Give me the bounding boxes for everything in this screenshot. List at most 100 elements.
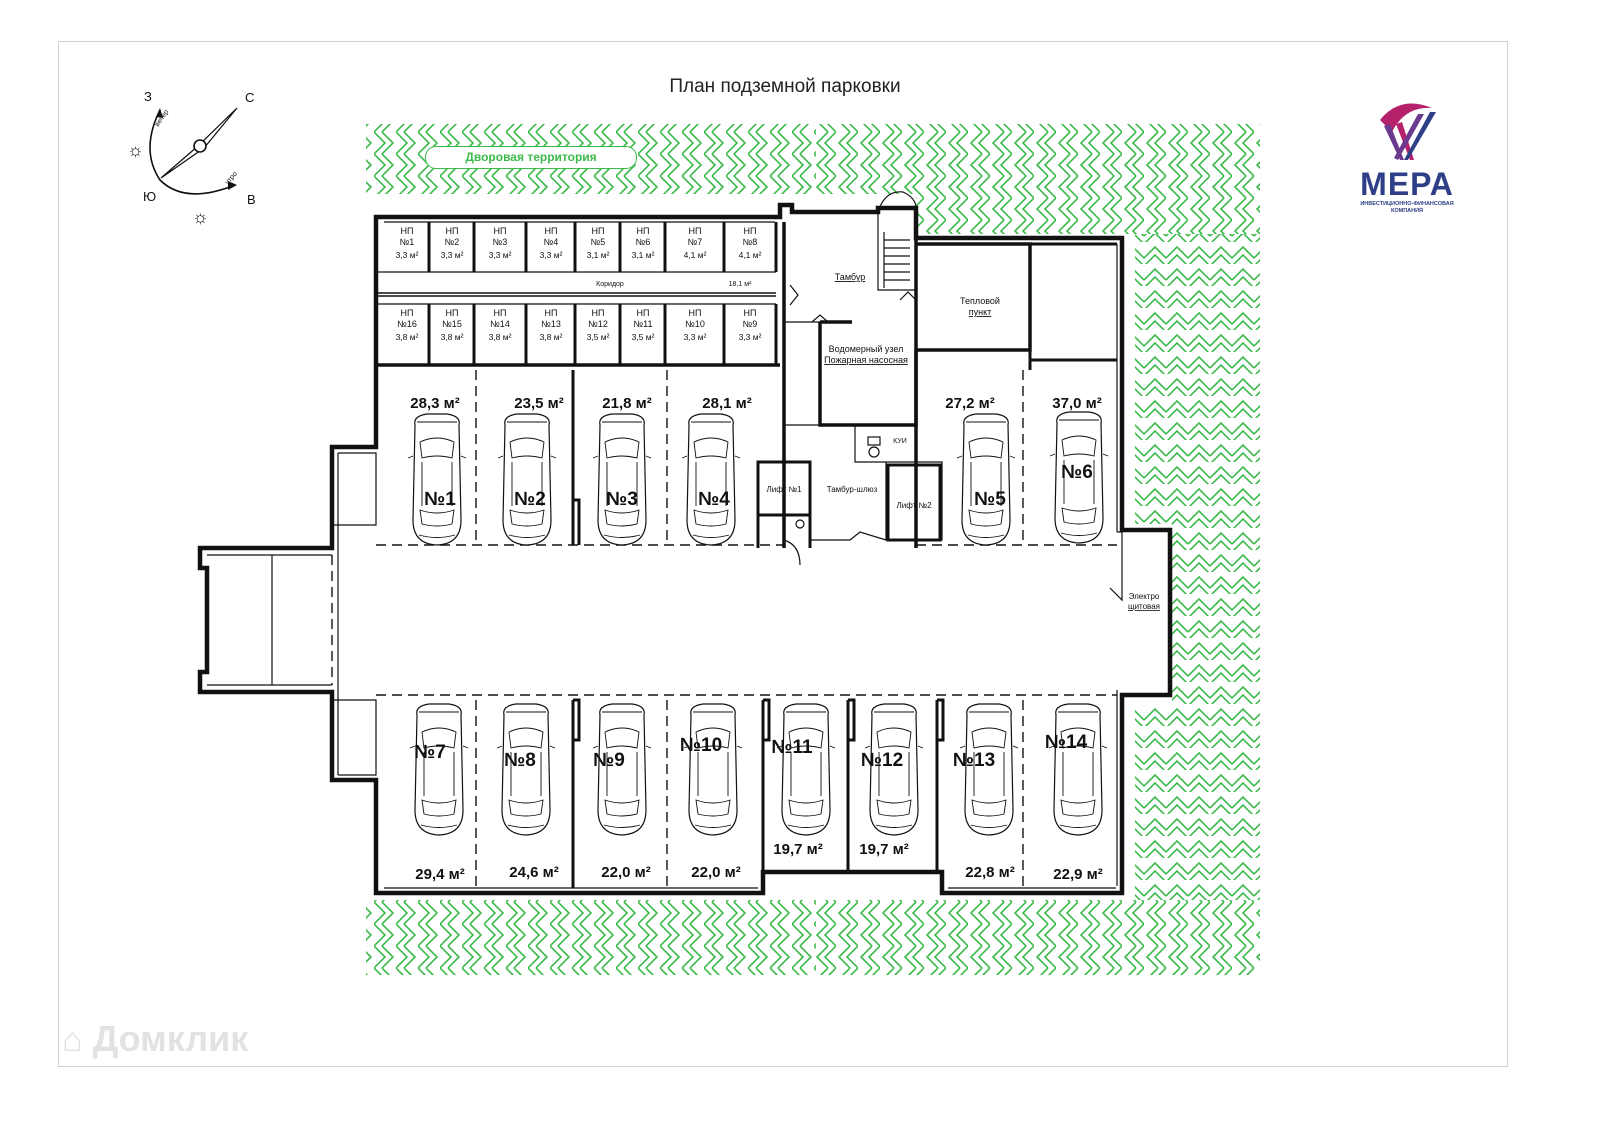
storage-bottom-7-area: 3,3 м² [684, 332, 707, 342]
house-icon: ⌂ [62, 1021, 83, 1059]
spot-3-number: №3 [606, 489, 638, 510]
storage-bottom-8-label: НП [744, 308, 757, 318]
lift-2-label: Лифт №2 [896, 501, 932, 510]
sun-icon-morning: ☼ [192, 207, 209, 227]
room-labels: Коридор 18,1 м² Тамбур Тепловой пункт Во… [596, 272, 1160, 611]
spot-7-number: №7 [414, 742, 446, 763]
tambur-label: Тамбур [835, 272, 866, 282]
spot-8-number: №8 [504, 750, 536, 771]
storage-bottom-6-num: №11 [634, 319, 653, 329]
electro-label-2: щитовая [1128, 602, 1160, 611]
logo-name: МЕРА [1360, 166, 1454, 202]
storage-top-4-label: НП [545, 226, 558, 236]
storage-top-8-area: 4,1 м² [739, 250, 762, 260]
storage-top-8-num: №8 [743, 237, 758, 247]
yard-label: Дворовая территория [425, 146, 637, 169]
service-core [756, 191, 1117, 566]
storage-bottom-2-label: НП [446, 308, 459, 318]
storage-bottom-3-area: 3,8 м² [489, 332, 512, 342]
spot-11-number: №11 [771, 737, 813, 758]
logo-subtitle: Инвестиционно-финансовая компания [1360, 201, 1454, 214]
page-title: План подземной парковки [669, 76, 901, 97]
heat-point-label-2: пункт [969, 307, 992, 317]
storage-top-1-area: 3,3 м² [396, 250, 419, 260]
storage-bottom-3-num: №14 [490, 319, 510, 329]
compass-north: С [245, 90, 254, 105]
company-logo: МЕРА Инвестиционно-финансовая компания [1352, 167, 1462, 215]
storage-top-5-num: №5 [591, 237, 606, 247]
storage-top-2-label: НП [446, 226, 459, 236]
storage-top-5-area: 3,1 м² [587, 250, 610, 260]
storage-top-4-num: №4 [544, 237, 559, 247]
storage-bottom-1-area: 3,8 м² [396, 332, 419, 342]
storage-top-4-area: 3,3 м² [540, 250, 563, 260]
yard-hatch [366, 124, 1260, 975]
spot-8-area: 24,6 м² [509, 864, 558, 881]
tambur-lock-label: Тамбур-шлюз [827, 485, 878, 494]
storage-top-3-area: 3,3 м² [489, 250, 512, 260]
kui-label: КУИ [893, 438, 907, 445]
sun-icon-evening: ☼ [127, 140, 144, 160]
storage-bottom-3-label: НП [494, 308, 507, 318]
compass-south: Ю [143, 189, 156, 204]
spot-14-number: №14 [1045, 732, 1088, 753]
electro-label-1: Электро [1129, 592, 1160, 601]
storage-top-1-num: №1 [400, 237, 415, 247]
spot-10-area: 22,0 м² [691, 864, 740, 881]
storage-top-8-label: НП [744, 226, 757, 236]
spot-2-number: №2 [514, 489, 546, 510]
heat-point-label-1: Тепловой [960, 296, 1000, 306]
spot-13-number: №13 [953, 750, 995, 771]
spot-10-number: №10 [680, 735, 722, 756]
storage-bottom-7-label: НП [689, 308, 702, 318]
storage-top-7-area: 4,1 м² [684, 250, 707, 260]
spot-13-area: 22,8 м² [965, 864, 1014, 881]
storage-bottom-7-num: №10 [685, 319, 705, 329]
storage-top-6-label: НП [637, 226, 650, 236]
storage-top-6-num: №6 [636, 237, 651, 247]
storage-bottom-5-num: №12 [588, 319, 608, 329]
storage-bottom-8-num: №9 [743, 319, 758, 329]
logo-mark [1377, 103, 1437, 166]
spot-11-area: 19,7 м² [773, 841, 822, 858]
spot-1-area: 28,3 м² [410, 395, 459, 412]
spot-9-area: 22,0 м² [601, 864, 650, 881]
spot-labels-bottom: №7 29,4 м² №8 24,6 м² №9 22,0 м² №10 22,… [414, 732, 1103, 883]
compass-east: В [247, 192, 256, 207]
storage-bottom-5-area: 3,5 м² [587, 332, 610, 342]
spot-labels-top: 28,3 м² №1 23,5 м² №2 21,8 м² №3 28,1 м²… [410, 395, 1101, 510]
spot-7-area: 29,4 м² [415, 866, 464, 883]
corridor-area: 18,1 м² [729, 281, 752, 288]
fire-pump-label: Пожарная насосная [824, 355, 908, 365]
spot-4-number: №4 [698, 489, 730, 510]
storage-top-1-label: НП [401, 226, 414, 236]
spot-2-area: 23,5 м² [514, 395, 563, 412]
sheet-frame [58, 41, 1508, 1067]
storage-top-3-label: НП [494, 226, 507, 236]
storage-bottom-8-area: 3,3 м² [739, 332, 762, 342]
spot-5-area: 27,2 м² [945, 395, 994, 412]
storage-bottom-6-area: 3,5 м² [632, 332, 655, 342]
spot-6-area: 37,0 м² [1052, 395, 1101, 412]
compass-west: З [144, 89, 152, 104]
outer-walls [197, 202, 1173, 896]
storage-bottom-1-label: НП [401, 308, 414, 318]
storage-bottom-6-label: НП [637, 308, 650, 318]
spot-12-area: 19,7 м² [859, 841, 908, 858]
storage-top-2-num: №2 [445, 237, 460, 247]
storage-top-2-area: 3,3 м² [441, 250, 464, 260]
compass: ☼ ☼ З С Ю В вечер утро [127, 89, 256, 227]
storage-bottom-5-label: НП [592, 308, 605, 318]
spot-6-number: №6 [1061, 462, 1093, 483]
storage-bottom-1-num: №16 [397, 319, 417, 329]
storage-bottom-2-num: №15 [442, 319, 462, 329]
storage-top-3-num: №3 [493, 237, 508, 247]
storage-bottom-4-num: №13 [541, 319, 561, 329]
storage-bottom-4-area: 3,8 м² [540, 332, 563, 342]
storage-top-7-label: НП [689, 226, 702, 236]
spot-9-number: №9 [593, 750, 625, 771]
watermark-text: Домклик [92, 1018, 249, 1059]
storage-bottom-2-area: 3,8 м² [441, 332, 464, 342]
